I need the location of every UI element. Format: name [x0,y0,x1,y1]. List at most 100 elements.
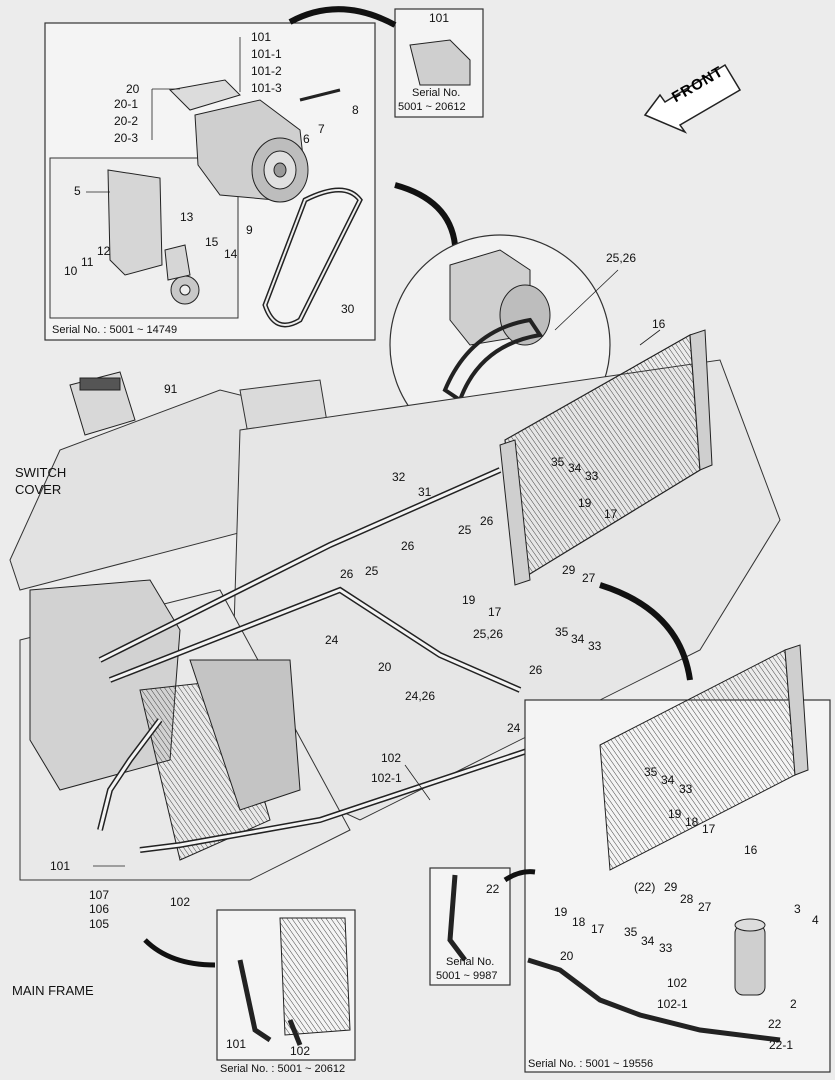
part-label: 18 [685,815,699,829]
part-label: 102-1 [657,997,688,1011]
switch-cover-label-1: SWITCH [15,465,67,480]
part-label: 26 [401,539,415,553]
part-label: 24 [507,721,521,735]
part-label: 19 [462,593,476,607]
part-label: 17 [604,507,618,521]
part-label: 31 [418,485,432,499]
serial-pipe-2: 5001 ~ 9987 [436,970,498,982]
part-label: 33 [679,782,693,796]
switch-cover-label-2: COVER [15,482,62,497]
part-label: 5 [74,184,81,198]
part-label: 28 [680,892,694,906]
part-label: 106 [89,902,110,916]
part-label: 16 [744,843,758,857]
part-label: 2 [790,997,797,1011]
part-label: (22) [634,880,656,894]
part-label: 22 [768,1017,782,1031]
part-label: 20 [378,660,392,674]
part-label: 32 [392,470,406,484]
part-label: 101-3 [251,81,282,95]
part-label: 20 [126,82,140,96]
part-label: 102 [667,976,688,990]
part-label: 6 [303,132,310,146]
front-arrow [643,63,742,134]
part-label: 8 [352,103,359,117]
part-label: 9 [246,223,253,237]
part-label: 11 [81,255,94,269]
part-label: 33 [585,469,599,483]
serial-bracket: Serial No. : 5001 ~ 14749 [52,324,178,336]
part-label: 20 [560,949,574,963]
part-label: 17 [488,605,502,619]
serial-inset-pipe [429,867,511,986]
part-label: 101 [251,30,272,44]
part-label: 22 [486,882,500,896]
part-label: 35 [644,765,658,779]
part-label: 26 [340,567,354,581]
part-label: 10 [64,264,78,278]
condenser-inset [599,644,809,871]
part-label: 17 [591,922,605,936]
part-label: 101-2 [251,64,282,78]
part-label: 14 [224,247,238,261]
compressor-drawing [168,79,309,203]
part-label: 91 [164,382,178,396]
part-label: 107 [89,888,110,902]
part-label: 101 [429,11,450,25]
part-label: 33 [588,639,602,653]
part-label: 24,26 [405,689,436,703]
part-label: 101 [50,859,71,873]
part-label: 26 [529,663,543,677]
part-label: 19 [578,496,592,510]
part-label: 25 [458,523,472,537]
part-label: 35 [551,455,565,469]
part-label: 15 [205,235,219,249]
part-label: 26 [480,514,494,528]
part-label: 20-1 [114,97,139,111]
bracket-drawing [107,169,200,305]
part-label: 20-3 [114,131,139,145]
part-label: 34 [568,461,582,475]
part-label: 35 [624,925,638,939]
part-label: 17 [702,822,716,836]
part-label: 34 [641,934,655,948]
part-label: 102 [290,1044,311,1058]
serial-bottom-right: Serial No. : 5001 ~ 19556 [528,1058,654,1070]
part-label: 24 [325,633,339,647]
part-label: 34 [571,632,585,646]
part-label: 33 [659,941,673,955]
part-label: 20-2 [114,114,139,128]
part-label: 16 [652,317,666,331]
part-label: 25 [365,564,379,578]
serial-pipe-1: Serial No. [446,956,495,968]
part-label: 4 [812,913,819,927]
part-label: 12 [97,244,111,258]
part-label: 102 [170,895,191,909]
part-label: 34 [661,773,675,787]
part-label: 13 [180,210,194,224]
part-label: 102-1 [371,771,402,785]
part-label: 19 [668,807,682,821]
part-label: 3 [794,902,801,916]
part-label: 101-1 [251,47,282,61]
switch-panel-91 [69,371,136,436]
part-label: 35 [555,625,569,639]
serial-top-right-2: 5001 ~ 20612 [398,101,466,113]
serial-bottom-mid: Serial No. : 5001 ~ 20612 [220,1063,346,1075]
serial-top-right-1: Serial No. [412,87,461,99]
part-label: 102 [381,751,402,765]
part-label: 22-1 [769,1038,794,1052]
main-frame-label: MAIN FRAME [12,983,94,998]
part-label: 18 [572,915,586,929]
part-label: 29 [562,563,576,577]
part-label: 105 [89,917,110,931]
part-label: 27 [582,571,596,585]
part-label: 29 [664,880,678,894]
part-label: 25,26 [606,251,637,265]
part-label: 30 [341,302,355,316]
part-label: 25,26 [473,627,504,641]
part-label: 19 [554,905,568,919]
part-label: 27 [698,900,712,914]
condenser-16 [499,329,713,586]
